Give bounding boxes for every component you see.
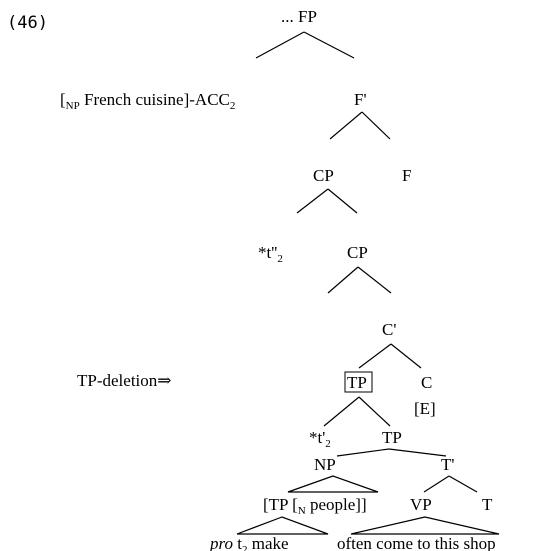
branch-tbar-t bbox=[448, 475, 478, 493]
node-c-bar: C' bbox=[382, 320, 396, 339]
branch-cp-spec bbox=[327, 266, 359, 294]
branch-tp-trace bbox=[323, 396, 360, 427]
rel-open: [TP [ bbox=[263, 495, 298, 514]
np-text: French cuisine]-ACC bbox=[80, 90, 230, 109]
node-f: F bbox=[402, 166, 411, 185]
pro-make: make bbox=[247, 534, 288, 551]
node-fp: ... FP bbox=[281, 7, 317, 26]
triangle-pro-clause bbox=[236, 516, 329, 535]
rel-n-subscript: N bbox=[298, 505, 306, 517]
node-np-french-cuisine: [NP French cuisine]-ACC2 bbox=[60, 90, 235, 112]
node-t: T bbox=[482, 495, 493, 514]
np-label-subscript: NP bbox=[66, 100, 80, 112]
branch-tp-np bbox=[336, 448, 390, 457]
node-vp-text: often come to this shop bbox=[337, 534, 496, 551]
branch-fbar-cp bbox=[329, 111, 363, 140]
branch-cp-trace bbox=[296, 188, 329, 214]
np-bracket-open: [ bbox=[60, 90, 66, 109]
node-t-bar: T' bbox=[441, 455, 454, 474]
branch-fp-np bbox=[255, 31, 305, 59]
node-trace-star: *t''2 bbox=[258, 243, 283, 265]
node-e-feature: [E] bbox=[414, 399, 436, 418]
node-c: C bbox=[421, 373, 432, 392]
pro-index: 2 bbox=[242, 544, 248, 551]
branch-tp-tp bbox=[358, 396, 391, 427]
branch-cp-cbar bbox=[357, 266, 392, 294]
node-trace-prime: *t'2 bbox=[309, 428, 331, 450]
branch-cbar-tp bbox=[358, 343, 392, 369]
node-relative-clause-tp: [TP [N people]] bbox=[263, 495, 367, 517]
branch-fp-fbar bbox=[303, 31, 355, 59]
node-tp: TP bbox=[382, 428, 402, 447]
trace-star-text: *t'' bbox=[258, 243, 277, 262]
tp-deletion-box bbox=[344, 371, 373, 393]
trace-prime-text: *t' bbox=[309, 428, 325, 447]
node-pro-clause: pro t2 make bbox=[209, 534, 289, 551]
branch-tp-tbar bbox=[388, 448, 447, 457]
node-cp-lower: CP bbox=[347, 243, 368, 262]
tp-deletion-label: TP-deletion⇒ bbox=[77, 371, 172, 390]
triangle-np bbox=[287, 475, 379, 493]
triangle-vp bbox=[350, 516, 500, 535]
np-index-subscript: 2 bbox=[230, 100, 236, 112]
pro-italic: pro bbox=[209, 534, 233, 551]
node-vp: VP bbox=[410, 495, 432, 514]
branch-cbar-c bbox=[390, 343, 422, 369]
example-number: (46) bbox=[7, 13, 48, 33]
rel-rest: people]] bbox=[306, 495, 367, 514]
node-cp-upper: CP bbox=[313, 166, 334, 185]
branch-fbar-f bbox=[361, 111, 391, 140]
trace-star-index: 2 bbox=[277, 253, 283, 265]
branch-tbar-vp bbox=[423, 475, 450, 493]
node-f-bar: F' bbox=[354, 90, 367, 109]
trace-prime-index: 2 bbox=[325, 438, 331, 450]
branch-cp-cp bbox=[327, 188, 358, 214]
pro-trace: t bbox=[233, 534, 242, 551]
node-np: NP bbox=[314, 455, 336, 474]
node-tp-boxed: TP bbox=[347, 373, 367, 392]
